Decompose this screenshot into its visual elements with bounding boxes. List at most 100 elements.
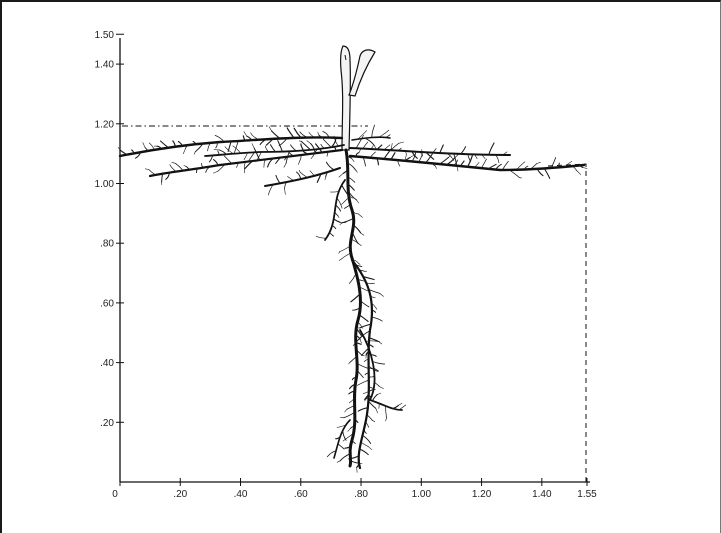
root-hair [371,302,378,310]
root-hair [370,354,377,357]
root-hair-tip [352,342,356,347]
root-hair [285,150,290,165]
root-hair [185,144,190,150]
root-hair-tip [298,169,301,173]
root-hair [364,372,370,376]
root-hair [425,151,434,164]
lateral-root-left-inner [204,144,345,157]
root-hair [404,156,411,162]
root-hair-tip [362,280,367,282]
root-hair [378,129,390,138]
root-hair [309,170,315,177]
root-hair [365,340,376,342]
upper-secondary-root [324,179,346,241]
root-hair [177,140,183,147]
root-hair [253,147,261,161]
root-hair-tip [398,141,404,144]
root-hair-tip [243,131,247,137]
root-hair [330,191,340,193]
root-hair [370,295,376,298]
root-hair [175,163,184,171]
root-hair [370,374,375,378]
root-hair [432,148,437,153]
root-hair [368,337,379,342]
root-hair [536,168,544,177]
root-hair-tip [404,154,407,161]
root-hair [351,439,356,445]
root-hair [342,430,347,441]
root-hair-tip [268,126,272,132]
root-hair-tip [477,162,480,165]
root-hair [131,149,135,154]
root-hair [192,141,197,145]
root-hair [333,218,341,223]
root-hair-tip [250,132,253,136]
root-hair [352,211,359,215]
root-hair-tip [576,170,581,175]
root-hair-tip [306,140,311,144]
root-hair [172,140,176,148]
root-hair [352,259,359,264]
root-hair [300,140,311,151]
x-tick-label: 1.55 [577,489,597,500]
x-tick-label: 1.00 [412,489,432,500]
root-hair [362,156,366,167]
root-hair [398,404,407,411]
root-hair [362,141,369,149]
root-hair [495,154,500,164]
root-hair-tip [398,402,403,406]
root-hair [357,130,367,140]
root-hair [522,165,529,170]
leaf-shape [348,49,376,97]
root-hair [214,134,225,143]
root-hair [488,142,495,156]
root-hair [347,183,355,191]
root-hair-tip [421,149,423,155]
root-hair [270,144,276,153]
root-hair [358,286,371,293]
root-hair-tip [582,167,588,169]
lateral-root-left-middle [148,148,344,178]
root-hair-tip [385,417,387,422]
root-hair-tip [348,195,354,199]
root-hair-tip [310,156,314,159]
root-hair [339,245,351,252]
root-hair [391,404,399,409]
root-hair-tip [391,143,393,150]
root-hair [515,161,526,171]
root-hair [355,136,363,149]
root-hair [564,161,573,168]
root-hair [383,144,391,151]
x-tick-label: 1.20 [472,489,492,500]
root-hair [296,171,302,180]
root-hair-tip [362,135,364,138]
root-hair [350,238,362,246]
x-tick-label: .40 [234,489,248,500]
root-hair-tip [183,148,186,154]
root-hair [363,358,369,362]
root-hair-tip [355,169,358,173]
root-hair [366,414,373,421]
root-hair-tip [286,125,288,129]
root-hair [359,448,369,456]
root-hair [215,141,218,149]
root-hair [543,167,551,179]
root-hair [368,288,381,294]
root-hair [339,453,351,462]
root-hair [360,300,370,308]
root-hair [251,134,260,141]
root-hair [467,153,471,162]
root-hair [365,351,370,356]
root-hair [312,148,318,157]
root-hair-tip [374,340,381,343]
root-hair [326,450,337,458]
root-hair [242,135,246,142]
x-tick-label: .20 [173,489,187,500]
root-hair [232,145,241,154]
root-hair [432,162,437,167]
root-hair [373,367,380,372]
root-hair [234,140,239,153]
root-hair [376,157,379,166]
root-hair [263,158,267,165]
